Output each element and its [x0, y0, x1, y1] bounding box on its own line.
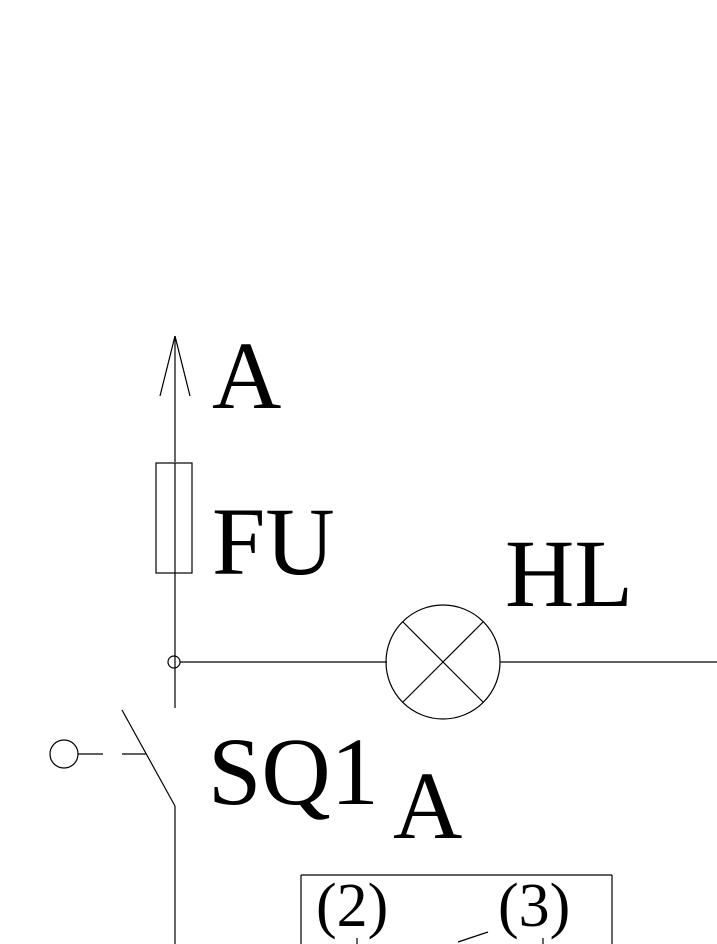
- limit-switch-symbol: [49, 709, 176, 944]
- label-lamp: HL: [505, 520, 633, 627]
- label-switch: SQ1: [208, 718, 379, 825]
- label-terminal-left: (2): [316, 872, 388, 940]
- label-terminal-right: (3): [498, 872, 570, 940]
- label-switch-subscript: A: [393, 752, 462, 859]
- indicator-lamp-symbol: [385, 604, 501, 720]
- junction-node: [167, 655, 181, 669]
- label-phase-a: A: [212, 322, 281, 429]
- label-fuse: FU: [212, 488, 335, 595]
- fuse-symbol: [155, 462, 193, 574]
- terminal-box: [300, 874, 613, 944]
- phase-a-supply-arrow: [159, 335, 191, 462]
